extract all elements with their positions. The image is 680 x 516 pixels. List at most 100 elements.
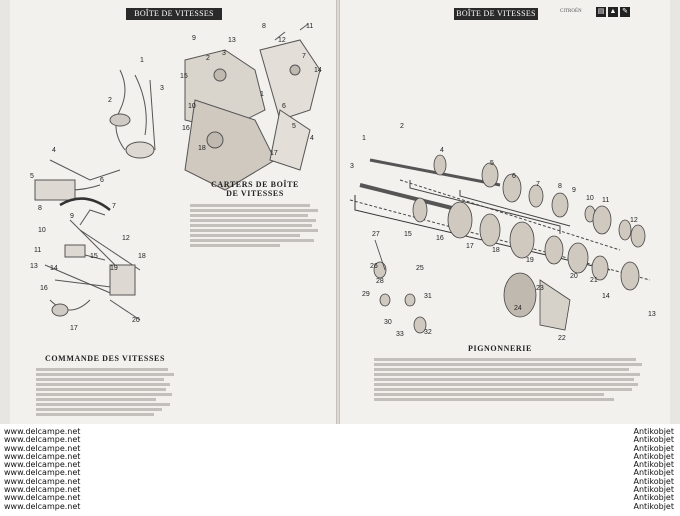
svg-text:17: 17: [466, 243, 474, 250]
watermark-right-line: Antikobjet: [633, 485, 674, 495]
gear-train-diagram: 1 3 2 4 5 6 7 8 9 10 11 12 13 14 15 16 1…: [349, 123, 656, 342]
carter-title-line1: CARTERS DE BOÎTE: [210, 180, 299, 189]
svg-text:33: 33: [396, 331, 404, 338]
svg-text:10: 10: [38, 227, 46, 234]
svg-text:19: 19: [110, 265, 118, 272]
magazine-spread: BOÎTE DE VITESSES: [0, 0, 680, 424]
watermark-left-line: www.delcampe.net: [4, 435, 81, 445]
svg-text:19: 19: [526, 257, 534, 264]
header-icons: ▤ ▲ ✎: [596, 7, 630, 17]
watermark-right: Antikobjet Antikobjet Antikobjet Antikob…: [633, 427, 674, 511]
svg-text:2: 2: [108, 97, 112, 104]
watermark-left: www.delcampe.net www.delcampe.net www.de…: [4, 427, 81, 511]
svg-text:6: 6: [512, 173, 516, 180]
watermark-left-line: www.delcampe.net: [4, 468, 81, 478]
watermark-right-line: Antikobjet: [633, 493, 674, 503]
svg-text:1: 1: [260, 91, 264, 98]
svg-text:13: 13: [30, 263, 38, 270]
svg-text:16: 16: [436, 235, 444, 242]
gear-linkage-diagram: 1 2 3 4 5 6 7 8 9 10 11 12 13 14 15 16 1…: [30, 57, 164, 332]
svg-text:17: 17: [270, 150, 278, 157]
svg-text:28: 28: [376, 278, 384, 285]
watermark-right-line: Antikobjet: [633, 501, 674, 511]
svg-text:5: 5: [490, 160, 494, 167]
watermark-left-line: www.delcampe.net: [4, 485, 81, 495]
svg-text:3: 3: [160, 85, 164, 92]
watermark-left-line: www.delcampe.net: [4, 501, 81, 511]
svg-text:25: 25: [416, 265, 424, 272]
svg-text:2: 2: [400, 123, 404, 130]
watermark-right-line: Antikobjet: [633, 468, 674, 478]
watermark-left-line: www.delcampe.net: [4, 443, 81, 453]
watermark-left-line: www.delcampe.net: [4, 493, 81, 503]
svg-text:2: 2: [206, 55, 210, 62]
casing-diagram: 9 2 13 3 8 12 11 7 14 15 10 1 6 5 4 16 1…: [180, 23, 322, 191]
svg-text:20: 20: [570, 273, 578, 280]
svg-text:6: 6: [282, 103, 286, 110]
watermark-right-line: Antikobjet: [633, 476, 674, 486]
left-page: BOÎTE DE VITESSES: [10, 0, 336, 424]
svg-text:3: 3: [222, 50, 226, 57]
svg-text:14: 14: [314, 67, 322, 74]
svg-text:18: 18: [138, 253, 146, 260]
svg-text:26: 26: [370, 263, 378, 270]
watermark-right-line: Antikobjet: [633, 460, 674, 470]
carter-legend-title: CARTERS DE BOÎTE DE VITESSES: [180, 180, 330, 198]
car-icon: ▲: [608, 7, 618, 17]
watermark-footer: www.delcampe.net www.delcampe.net www.de…: [0, 427, 680, 516]
svg-text:30: 30: [384, 319, 392, 326]
svg-text:11: 11: [306, 23, 313, 30]
svg-text:17: 17: [70, 325, 78, 332]
svg-text:11: 11: [602, 197, 609, 204]
svg-text:21: 21: [590, 277, 598, 284]
watermark-right-line: Antikobjet: [633, 443, 674, 453]
svg-text:18: 18: [492, 247, 500, 254]
svg-text:13: 13: [228, 37, 236, 44]
watermark-left-line: www.delcampe.net: [4, 427, 81, 436]
svg-text:5: 5: [292, 123, 296, 130]
svg-text:7: 7: [112, 203, 116, 210]
book-icon: ▤: [596, 7, 606, 17]
watermark-right-line: Antikobjet: [633, 451, 674, 461]
svg-text:9: 9: [192, 35, 196, 42]
commande-legend-text: [36, 366, 176, 418]
svg-text:8: 8: [262, 23, 266, 30]
header-brand-text: CITROËN: [560, 9, 582, 14]
svg-text:8: 8: [38, 205, 42, 212]
pignonnerie-legend-text: [374, 356, 644, 403]
svg-text:16: 16: [40, 285, 48, 292]
watermark-left-line: www.delcampe.net: [4, 460, 81, 470]
carter-legend-text: [190, 202, 320, 249]
svg-text:4: 4: [440, 147, 444, 154]
left-page-header: BOÎTE DE VITESSES: [126, 8, 222, 20]
svg-text:15: 15: [404, 231, 412, 238]
right-page-header: BOÎTE DE VITESSES: [454, 8, 538, 20]
svg-text:15: 15: [180, 73, 188, 80]
watermark-right-line: Antikobjet: [633, 435, 674, 445]
watermark-left-line: www.delcampe.net: [4, 451, 81, 461]
svg-text:11: 11: [34, 247, 41, 254]
right-page: BOÎTE DE VITESSES CITROËN ▤ ▲ ✎: [340, 0, 670, 424]
svg-text:32: 32: [424, 329, 432, 336]
svg-text:14: 14: [50, 265, 58, 272]
left-diagram-callouts: 1 2 3 4 5 6 7 8 9 10 11 12 13 14 15 16 1…: [30, 57, 164, 332]
svg-text:12: 12: [278, 37, 286, 44]
svg-text:27: 27: [372, 231, 380, 238]
gear-train-callouts: 1 3 2 4 5 6 7 8 9 10 11 12 13 14 15 16 1…: [350, 123, 656, 342]
page-gutter: [336, 0, 340, 424]
svg-text:1: 1: [140, 57, 144, 64]
svg-text:7: 7: [302, 53, 306, 60]
svg-text:24: 24: [514, 305, 522, 312]
svg-text:15: 15: [90, 253, 98, 260]
svg-text:9: 9: [572, 187, 576, 194]
svg-text:31: 31: [424, 293, 432, 300]
svg-text:12: 12: [122, 235, 130, 242]
svg-text:12: 12: [630, 217, 638, 224]
svg-text:10: 10: [586, 195, 594, 202]
svg-text:7: 7: [536, 181, 540, 188]
svg-text:4: 4: [310, 135, 314, 142]
svg-text:10: 10: [188, 103, 196, 110]
commande-legend-title: COMMANDE DES VITESSES: [44, 354, 166, 363]
svg-text:1: 1: [362, 135, 366, 142]
wrench-icon: ✎: [620, 7, 630, 17]
